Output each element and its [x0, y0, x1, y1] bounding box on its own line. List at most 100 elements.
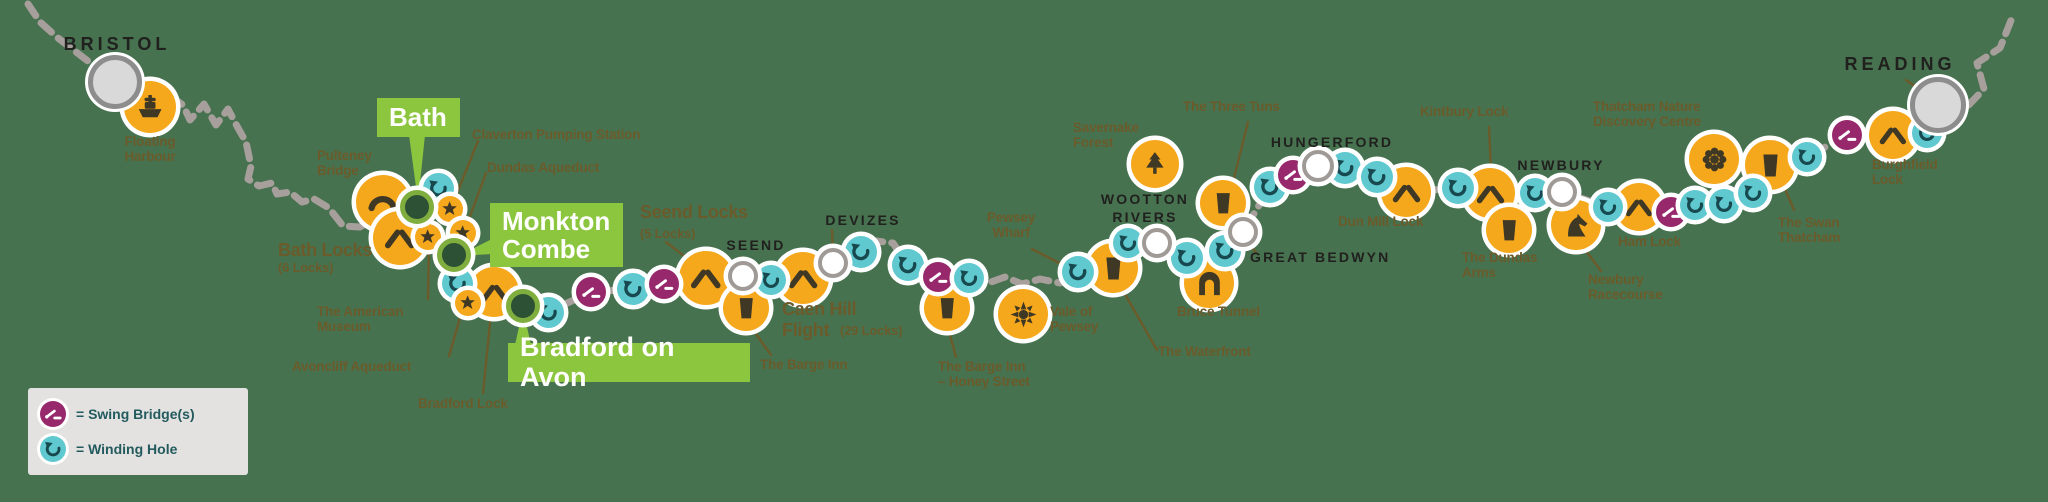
label-dundas-arms-line: Arms [1462, 265, 1496, 281]
label-seend-locks-count-line: (5 Locks) [640, 226, 696, 241]
legend-row-swing-bridge: = Swing Bridge(s) [40, 401, 248, 427]
pint-glyph [1105, 257, 1121, 279]
lock-glyph [385, 229, 415, 249]
label-wootton-rivers-line: RIVERS [1112, 208, 1178, 225]
winding-hole-glyph [1260, 178, 1279, 196]
winding-hole [1171, 242, 1203, 274]
winding-hole-glyph [1335, 159, 1354, 177]
lock-glyph [1392, 184, 1420, 202]
pint-glyph [1502, 219, 1516, 241]
label-bath-locks-count-line: (6 Locks) [278, 260, 334, 275]
pint-glyph [739, 297, 753, 319]
label-avoncliff-aqueduct-line: Avoncliff Aqueduct [292, 359, 412, 374]
winding-hole-glyph [428, 179, 447, 197]
winding-hole-icon [40, 436, 66, 462]
sun-glyph [1010, 301, 1036, 327]
city-box-bradford-on-avon: Bradford on Avon [508, 333, 750, 391]
label-barge-inn-honey-street-line: – Honey Street [938, 374, 1030, 390]
devizes-node [818, 248, 848, 278]
label-avoncliff-aqueduct: Avoncliff Aqueduct [292, 359, 411, 374]
label-hungerford: HUNGERFORD [1271, 134, 1393, 152]
city-box-monkton-combe-label: Combe [502, 234, 591, 264]
winding-hole-glyph [1526, 185, 1543, 201]
label-seend-locks-count: (5 Locks) [640, 226, 696, 242]
label-dundas-arms-line: The Dundas [1462, 250, 1538, 265]
winding-hole [845, 236, 877, 268]
winding-hole-glyph [898, 256, 917, 274]
label-seend-locks: Seend Locks [640, 202, 748, 223]
label-caen-hill-count-line: (29 Locks) [840, 323, 903, 338]
bradford-on-avon-node [506, 289, 540, 323]
label-bruce-tunnel: Bruce Tunnel [1177, 304, 1260, 319]
attraction-star [437, 196, 463, 222]
label-bath-locks: Bath Locks [278, 240, 372, 261]
barge-inn-marker [723, 285, 769, 331]
legend-row-winding-hole: = Winding Hole [40, 436, 248, 462]
thatcham-nature-marker [1689, 134, 1739, 184]
winding-hole-glyph [538, 303, 557, 321]
leader-line [1030, 247, 1065, 267]
winding-hole-glyph [960, 270, 977, 286]
tunnel-glyph [1198, 271, 1220, 295]
label-barge-inn-honey-street-line: The Barge Inn [938, 359, 1026, 374]
swing-bridge [923, 262, 953, 292]
ham-lock-marker [1615, 183, 1663, 231]
seend-locks-marker [679, 251, 733, 305]
label-newbury: NEWBURY [1517, 157, 1604, 175]
winding-hole [1442, 172, 1474, 204]
winding-hole [1062, 256, 1094, 288]
lock-glyph [1879, 127, 1907, 145]
label-dun-mill-lock: Dun Mill Lock [1338, 214, 1423, 229]
leader-line [1487, 125, 1493, 173]
label-caen-hill-count: (29 Locks) [840, 323, 903, 339]
horse-glyph [1567, 213, 1587, 236]
winding-hole-glyph [623, 280, 642, 298]
label-american-museum-line: The American [317, 304, 404, 319]
swing-bridge-glyph [1662, 207, 1681, 218]
label-seend: SEEND [726, 237, 785, 255]
label-pulteney-bridge-line: Bridge [317, 163, 359, 179]
winding-hole-glyph [1068, 263, 1087, 281]
label-kintbury-lock-line: Kintbury Lock [1420, 104, 1509, 119]
tree-glyph [1146, 152, 1164, 174]
label-newbury-racecourse-line: Racecourse [1588, 287, 1663, 303]
flower-glyph [1702, 147, 1726, 171]
label-vale-of-pewsey-line: Vale of [1050, 304, 1093, 319]
label-pewsey-wharf-line: Wharf [992, 225, 1030, 241]
label-savernake-forest-line: Forest [1073, 135, 1114, 151]
label-great-bedwyn-line: GREAT BEDWYN [1250, 249, 1391, 265]
leader-line [464, 171, 488, 229]
pint-glyph [1762, 154, 1778, 176]
label-claverton-line: Claverton Pumping Station [472, 127, 641, 142]
newbury-node [1547, 177, 1577, 207]
label-swan-thatcham-line: Thatcham [1778, 230, 1841, 246]
swing-bridge [649, 269, 679, 299]
label-bath-locks-count: (6 Locks) [278, 260, 334, 276]
winding-hole [1709, 189, 1739, 219]
lock-glyph [691, 269, 721, 289]
label-hungerford-line: HUNGERFORD [1270, 134, 1394, 150]
label-three-tuns: The Three Tuns [1183, 99, 1280, 114]
label-reading: READING [1844, 53, 1955, 76]
hungerford-node [1302, 150, 1334, 182]
winding-hole-glyph [1448, 179, 1467, 197]
winding-hole [1361, 161, 1393, 193]
swing-bridge-glyph [582, 287, 601, 298]
lock-glyph [1625, 199, 1653, 217]
bridge-glyph [368, 196, 398, 212]
winding-hole-glyph [1744, 185, 1761, 201]
winding-hole [1329, 152, 1361, 184]
leader-line [1229, 120, 1250, 192]
label-seend-line: SEEND [726, 237, 786, 253]
winding-hole-glyph [1367, 168, 1386, 186]
label-thatcham-nature-line: Discovery Centre [1593, 114, 1701, 130]
winding-hole [756, 265, 786, 295]
label-pulteney-bridge-line: Pulteney [317, 148, 372, 163]
leader-line [481, 311, 493, 395]
wootton-rivers-node [1142, 228, 1172, 258]
swing-bridge-glyph [44, 409, 62, 420]
